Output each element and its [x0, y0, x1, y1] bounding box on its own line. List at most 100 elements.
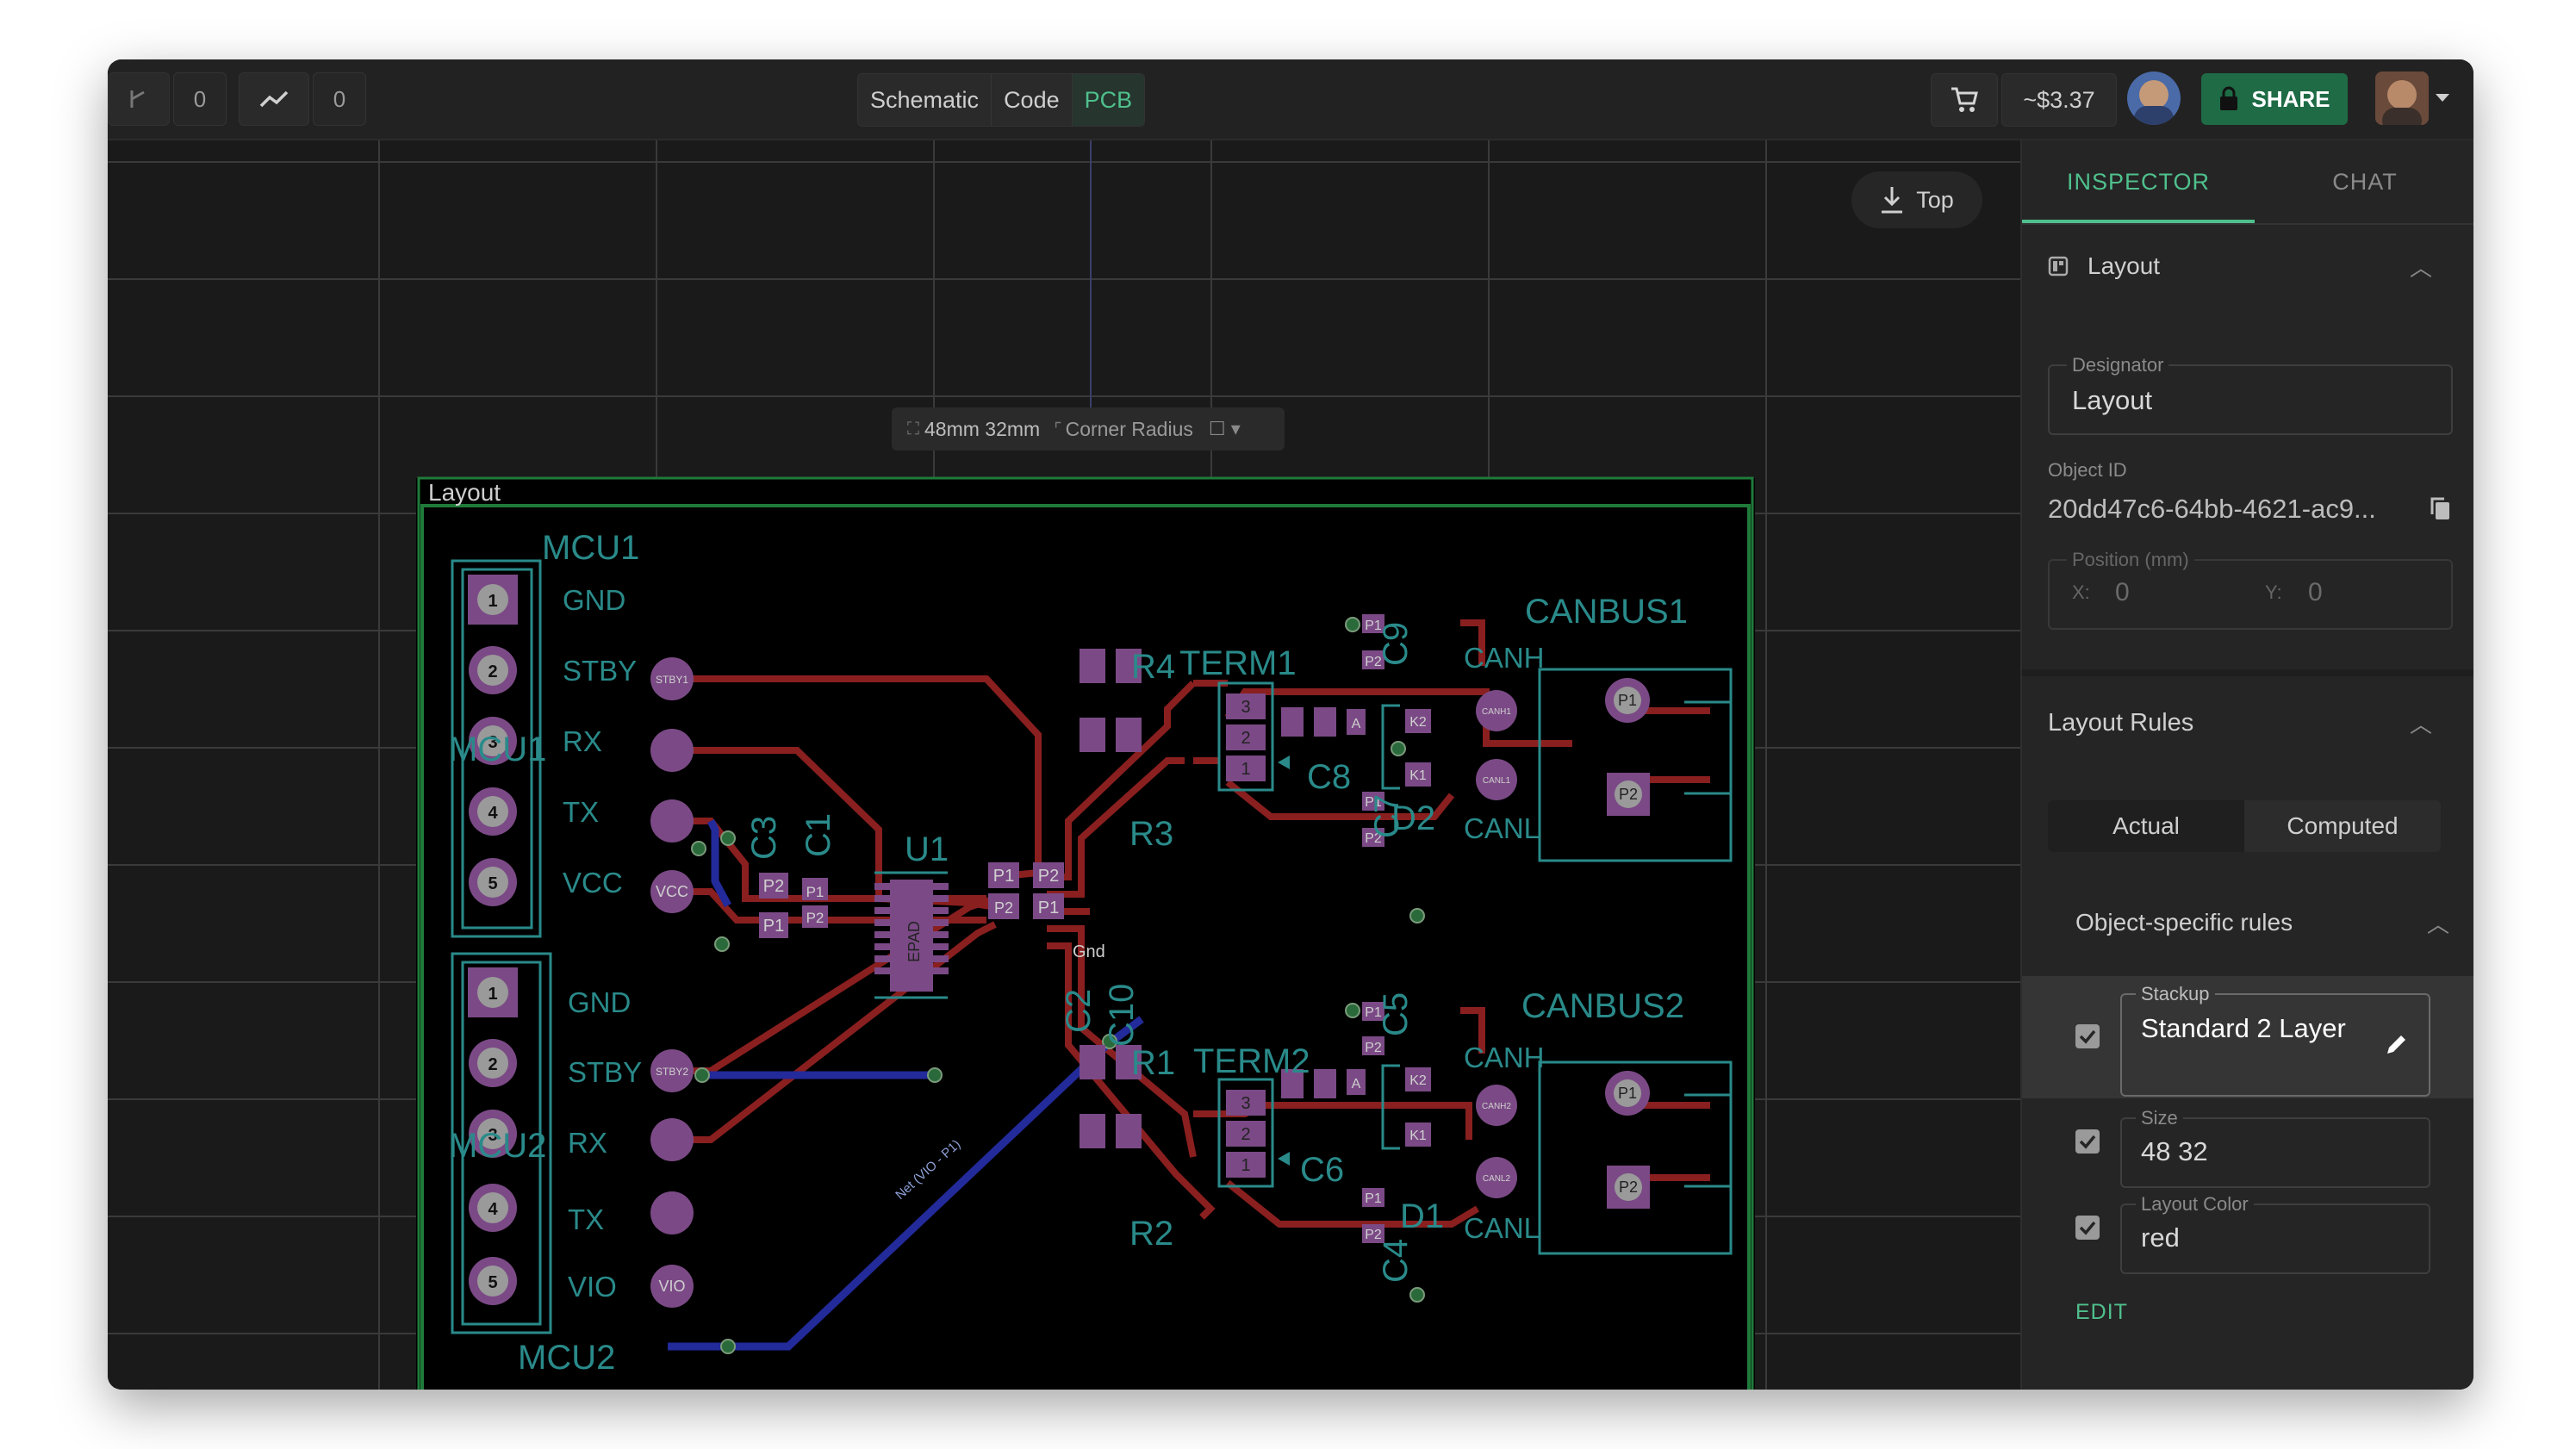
corner-radius-label[interactable]: Corner Radius	[1065, 417, 1193, 440]
svg-text:P2: P2	[1365, 831, 1382, 846]
layout-color-value[interactable]: red	[2141, 1222, 2180, 1253]
board-size-toolbar[interactable]: ⛶ 48mm 32mm ⌜ Corner Radius ☐ ▾	[892, 407, 1285, 451]
svg-text:1: 1	[1241, 1156, 1250, 1175]
svg-text:C10: C10	[1103, 984, 1141, 1047]
stackup-field[interactable]: Stackup Standard 2 Layer	[2120, 983, 2430, 1097]
tab-schematic[interactable]: Schematic	[858, 74, 992, 126]
stackup-checkbox[interactable]	[2075, 1024, 2100, 1048]
chevron-up-icon[interactable]: ︿	[2409, 712, 2432, 737]
pcb-canvas[interactable]: Top ⛶ 48mm 32mm ⌜ Corner Radius ☐ ▾ Layo…	[108, 140, 2020, 1390]
svg-text:C9: C9	[1377, 622, 1415, 666]
trend-icon[interactable]	[239, 72, 309, 126]
branch-icon[interactable]	[108, 72, 170, 126]
svg-text:P1: P1	[1038, 899, 1059, 917]
passive-pad-labels: P2 P1 P1 P2 P1 P2 P1 P2 P1 P2 P1 P2 P1 P…	[763, 619, 1427, 1242]
toolbar-left: 0 0	[108, 72, 366, 126]
vias	[691, 617, 1425, 1354]
size-value[interactable]: 48 32	[2141, 1136, 2208, 1166]
mcu2-outline	[451, 952, 552, 1334]
pos-y-value[interactable]: 0	[2308, 578, 2323, 606]
gnd-pad-label: Gnd	[1073, 942, 1105, 961]
svg-text:CANBUS1: CANBUS1	[1525, 593, 1688, 631]
svg-text:P1: P1	[1365, 619, 1382, 633]
lock-icon	[2220, 86, 2238, 110]
svg-text:CANH2: CANH2	[1482, 1102, 1511, 1111]
svg-text:U1: U1	[905, 830, 949, 868]
tab-inspector[interactable]: INSPECTOR	[2066, 168, 2211, 195]
tab-pcb[interactable]: PCB	[1072, 74, 1145, 126]
view-side-button[interactable]: Top	[1851, 171, 1982, 228]
cart-icon[interactable]	[1931, 73, 1998, 127]
board-area	[416, 478, 1755, 1390]
chevron-up-icon[interactable]: ︿	[2409, 255, 2432, 281]
count-a: 0	[173, 72, 227, 126]
view-switcher: Schematic Code PCB	[857, 73, 1146, 127]
board-label: Layout	[428, 479, 501, 506]
canbus-pin-labels: P1 P2 P1 P2 CANH1 CANL1 CANH2 CANL2	[1482, 692, 1638, 1196]
svg-text:STBY: STBY	[568, 1056, 642, 1088]
board-frame	[417, 476, 1754, 1390]
shape-dropdown-icon[interactable]: ☐ ▾	[1208, 418, 1241, 439]
color-checkbox[interactable]	[2075, 1216, 2100, 1240]
header2-pin-names: GND STBY RX TX VIO	[568, 986, 642, 1303]
svg-text:C6: C6	[1300, 1151, 1344, 1189]
svg-text:CANL: CANL	[1464, 812, 1540, 844]
svg-text:3: 3	[488, 733, 497, 752]
download-icon	[1882, 187, 1903, 214]
rules-tab-actual[interactable]: Actual	[2048, 800, 2244, 852]
svg-text:K2: K2	[1409, 715, 1427, 730]
header1-pin-names: GND STBY RX TX VCC	[563, 584, 637, 899]
svg-text:MCU2: MCU2	[518, 1339, 615, 1377]
chevron-down-icon[interactable]	[2436, 94, 2449, 102]
header1-pads	[468, 575, 518, 906]
terminal-blocks	[1217, 681, 1290, 1188]
header2-pin-numbers: 1 2 3 4 5	[488, 985, 498, 1292]
layout-rules-title: Layout Rules	[2048, 708, 2194, 737]
passive-pads	[759, 614, 1431, 1243]
svg-text:4: 4	[488, 804, 498, 823]
layout-section-header[interactable]: Layout ︿	[2048, 249, 2449, 283]
size-checkbox[interactable]	[2075, 1129, 2100, 1154]
user-avatar[interactable]	[2375, 72, 2429, 125]
tab-chat[interactable]: CHAT	[2332, 168, 2398, 195]
svg-text:R2: R2	[1129, 1215, 1173, 1253]
u1-chip: EPAD	[874, 871, 949, 999]
svg-text:STBY: STBY	[563, 655, 637, 687]
corner-icon: ⌜	[1054, 420, 1062, 439]
svg-text:4: 4	[488, 1200, 498, 1219]
svg-text:R3: R3	[1129, 815, 1173, 853]
svg-text:P1: P1	[1365, 1005, 1382, 1020]
share-button[interactable]: SHARE	[2201, 73, 2348, 125]
edit-button[interactable]: EDIT	[2075, 1300, 2128, 1324]
svg-text:CANH: CANH	[1464, 1042, 1545, 1073]
price-display[interactable]: ~$3.37	[2001, 73, 2117, 127]
edit-pencil-icon[interactable]	[2384, 1031, 2410, 1057]
active-tab-indicator	[2022, 220, 2255, 223]
designator-value[interactable]: Layout	[2072, 385, 2153, 415]
svg-text:P2: P2	[763, 877, 784, 896]
svg-text:GND: GND	[568, 986, 631, 1018]
canbus-connectors	[1476, 668, 1733, 1255]
svg-text:VIO: VIO	[568, 1271, 617, 1303]
svg-text:RX: RX	[563, 725, 602, 757]
pos-x-value[interactable]: 0	[2115, 578, 2130, 606]
svg-text:VCC: VCC	[563, 867, 623, 899]
tab-code[interactable]: Code	[992, 74, 1073, 126]
rules-tab-computed[interactable]: Computed	[2287, 812, 2399, 839]
svg-text:P2: P2	[1619, 1178, 1638, 1196]
rules-toggle: Actual Computed	[2048, 800, 2441, 852]
svg-text:1: 1	[1241, 760, 1250, 779]
svg-text:P2: P2	[1365, 1041, 1382, 1055]
pos-y-label: Y:	[2265, 581, 2282, 603]
layout-rules-header[interactable]: Layout Rules ︿	[2048, 706, 2449, 740]
layout-color-field[interactable]: Layout Color red	[2120, 1193, 2430, 1274]
panel-tabs: INSPECTOR CHAT	[2022, 140, 2473, 225]
copy-icon[interactable]	[2429, 495, 2453, 523]
avatar[interactable]	[2127, 72, 2181, 125]
chevron-up-icon[interactable]: ︿	[2426, 911, 2449, 937]
svg-text:P1: P1	[1365, 795, 1382, 810]
object-rules-header[interactable]: Object-specific rules ︿	[2075, 905, 2449, 940]
size-field[interactable]: Size 48 32	[2120, 1107, 2430, 1188]
designator-field[interactable]: Designator Layout	[2048, 354, 2453, 435]
section-divider	[2022, 669, 2473, 676]
